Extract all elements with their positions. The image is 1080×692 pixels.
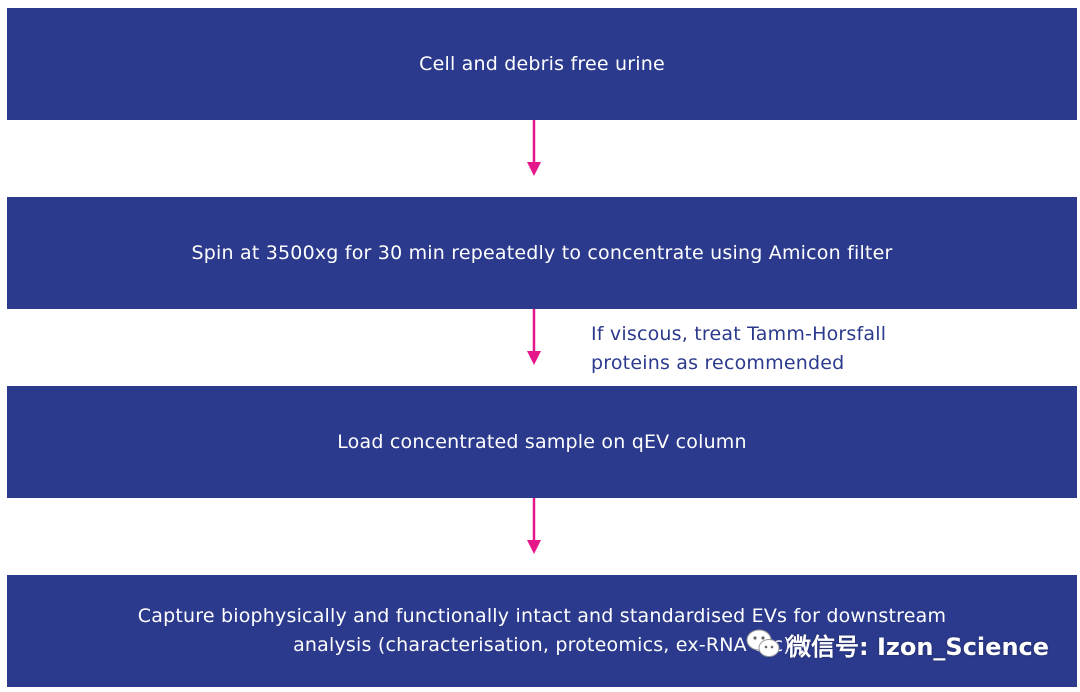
down-arrow-2 bbox=[527, 309, 541, 365]
arrow-down-icon bbox=[527, 498, 541, 554]
step-text: Spin at 3500xg for 30 min repeatedly to … bbox=[191, 241, 893, 264]
down-arrow-3 bbox=[527, 498, 541, 554]
side-note: If viscous, treat Tamm-Horsfall proteins… bbox=[591, 320, 951, 378]
arrow-down-icon bbox=[527, 309, 541, 365]
note-line-1: If viscous, treat Tamm-Horsfall bbox=[591, 323, 887, 345]
step-box-spin: Spin at 3500xg for 30 min repeatedly to … bbox=[7, 197, 1077, 309]
step-box-load: Load concentrated sample on qEV column bbox=[7, 386, 1077, 498]
arrow-down-icon bbox=[527, 120, 541, 176]
step-text-block: Capture biophysically and functionally i… bbox=[138, 602, 946, 660]
step-text: Load concentrated sample on qEV column bbox=[337, 430, 747, 453]
step-text-line-2: analysis (characterisation, proteomics, … bbox=[293, 634, 791, 656]
step-box-capture: Capture biophysically and functionally i… bbox=[7, 575, 1077, 687]
watermark-text: 微信号: Izon_Science bbox=[787, 632, 1050, 661]
note-line-2: proteins as recommended bbox=[591, 352, 845, 374]
step-box-urine: Cell and debris free urine bbox=[7, 8, 1077, 120]
wechat-icon bbox=[746, 629, 780, 657]
step-text-line-1: Capture biophysically and functionally i… bbox=[137, 605, 947, 627]
down-arrow-1 bbox=[527, 120, 541, 176]
step-text: Cell and debris free urine bbox=[419, 52, 665, 75]
watermark: 微信号: Izon_Science bbox=[745, 624, 1049, 664]
